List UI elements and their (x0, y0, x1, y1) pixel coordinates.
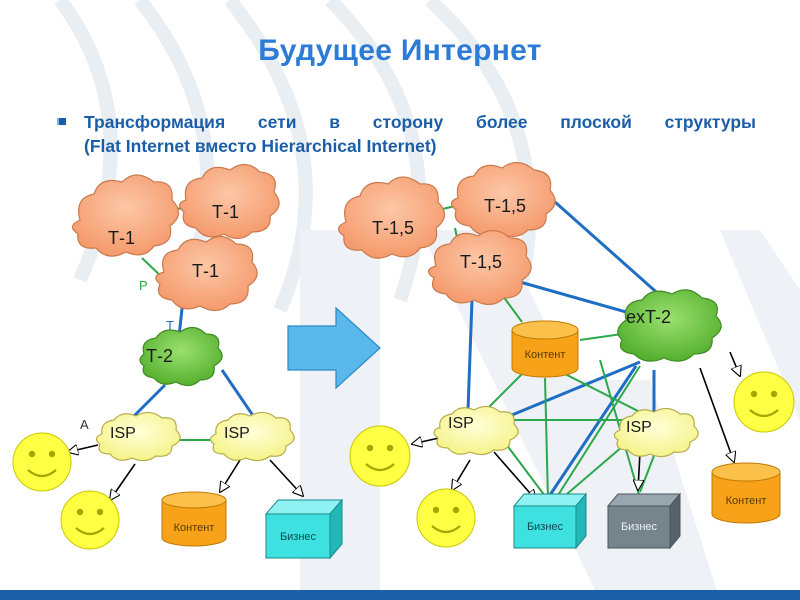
smiley-icon (416, 488, 476, 548)
smiley-icon (60, 490, 120, 550)
business-box-icon[interactable]: Бизнес (264, 498, 344, 560)
cloud-isp-right-a[interactable]: ISP (433, 405, 519, 456)
cloud-label: Т-1 (192, 261, 219, 281)
cloud-label: Т-1,5 (460, 252, 502, 272)
smiley-icon (349, 425, 411, 487)
transit-link (128, 383, 167, 422)
business-label: Бизнес (527, 521, 564, 533)
content-database-icon[interactable]: Контент (711, 462, 781, 524)
cloud-label: Т-2 (146, 346, 173, 366)
business-label: Бизнес (621, 521, 658, 533)
cloud-label: Т-1 (108, 228, 135, 248)
link-label-t: T (166, 318, 174, 333)
cloud-t15-middle[interactable]: Т-1,5 (427, 229, 532, 306)
bullet-icon (57, 118, 66, 125)
content-database-icon[interactable]: Контент (511, 320, 579, 378)
access-link (269, 459, 303, 496)
content-label: Контент (174, 522, 215, 534)
cloud-t1-top[interactable]: Т-1 (178, 163, 280, 240)
cloud-label: ISP (448, 415, 474, 432)
cloud-t2-left[interactable]: Т-2 (139, 326, 223, 387)
transit-link (466, 299, 474, 411)
peering-link (487, 373, 523, 409)
bullet-text: Трансформация сети в сторону более плоск… (84, 110, 756, 158)
transition-arrow-icon (287, 306, 381, 390)
smiley-icon (733, 371, 795, 433)
access-link (638, 451, 640, 490)
peering-link (559, 439, 631, 501)
cloud-label: ISP (224, 425, 250, 442)
cloud-label: ISP (626, 419, 652, 436)
smiley-icon (12, 432, 72, 492)
transit-link (554, 200, 673, 308)
business-label: Бизнес (280, 531, 317, 543)
peering-link (579, 333, 623, 341)
transit-link (499, 360, 641, 422)
access-link (729, 351, 740, 376)
cloud-label: ISP (110, 425, 136, 442)
content-label: Контент (726, 495, 767, 507)
slide-title: Будущее Интернет (258, 34, 542, 67)
transit-link (220, 369, 258, 421)
link-label-p: P (139, 278, 148, 293)
cloud-t1-middle[interactable]: Т-1 (155, 235, 258, 312)
peering-link (554, 365, 641, 501)
peering-link (564, 373, 641, 413)
cloud-label: Т-1,5 (372, 218, 414, 238)
cloud-t15-left[interactable]: Т-1,5 (337, 176, 446, 259)
access-link (493, 451, 536, 500)
peering-link (544, 377, 549, 501)
cloud-isp-left-b[interactable]: ISP (209, 411, 295, 462)
cloud-label: Т-1 (212, 202, 239, 222)
cloud-isp-right-b[interactable]: ISP (613, 407, 699, 458)
access-link (699, 367, 734, 462)
content-database-icon[interactable]: Контент (161, 491, 227, 547)
access-link (452, 459, 471, 490)
cloud-t15-top[interactable]: Т-1,5 (450, 161, 556, 238)
right-links (412, 200, 740, 501)
transit-link (546, 365, 638, 499)
cloud-ext2[interactable]: exT-2 (617, 289, 722, 362)
access-link (68, 444, 99, 452)
cloud-isp-left-a[interactable]: ISP (95, 411, 181, 462)
cloud-t1-left[interactable]: Т-1 (71, 174, 180, 257)
content-label: Контент (525, 349, 566, 361)
business-box-icon[interactable]: Бизнес (512, 492, 588, 550)
transit-link (519, 280, 641, 318)
cloud-label: Т-1,5 (484, 196, 526, 216)
access-link (110, 463, 136, 500)
business-box-icon[interactable]: Бизнес (606, 492, 682, 550)
bullet-line-2: (Flat Internet вместо Hierarchical Inter… (84, 136, 437, 156)
cloud-label: exT-2 (626, 307, 671, 327)
access-link (220, 459, 241, 492)
bullet-line-1: Трансформация сети в сторону более плоск… (84, 112, 756, 132)
link-label-a: A (80, 417, 89, 432)
